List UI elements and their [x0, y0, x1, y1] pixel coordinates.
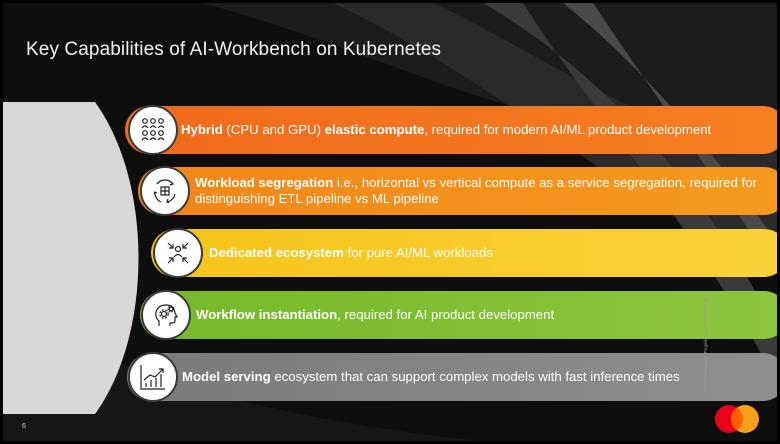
decorative-arc — [3, 102, 139, 414]
confidential-note: ©2021 Mastercard. Proprietary and Confid… — [703, 297, 708, 393]
capability-icon-circle — [153, 228, 203, 278]
capability-icon-circle — [141, 290, 191, 340]
segregation-cycle-icon — [153, 179, 176, 204]
growth-chart-icon — [140, 365, 165, 390]
capability-text: Model serving ecosystem that can support… — [182, 369, 680, 384]
slide: Key Capabilities of AI-Workbench on Kube… — [3, 3, 777, 441]
slide-title: Key Capabilities of AI-Workbench on Kube… — [26, 39, 442, 60]
capability-text: Hybrid (CPU and GPU) elastic compute, re… — [181, 122, 712, 137]
people-network-icon — [141, 118, 165, 141]
capability-bar-model-serving: Model serving ecosystem that can support… — [127, 353, 777, 401]
page-number: 6 — [22, 423, 26, 430]
capability-text: Dedicated ecosystem for pure AI/ML workl… — [209, 245, 493, 260]
head-gears-icon — [155, 304, 178, 326]
capability-text: Workflow instantiation, required for AI … — [196, 307, 555, 322]
mastercard-logo — [715, 405, 759, 433]
capability-icon-circle — [128, 105, 178, 155]
capability-icon-circle — [140, 166, 190, 216]
capability-icon-circle — [128, 352, 178, 402]
capability-bar-workflow-instantiation: Workflow instantiation, required for AI … — [140, 291, 777, 339]
capability-bar-dedicated-ecosystem: Dedicated ecosystem for pure AI/ML workl… — [151, 229, 777, 277]
focus-arrows-icon — [167, 242, 189, 264]
capability-text: Workload segregation i.e., horizontal vs… — [195, 175, 757, 206]
capability-bar-hybrid-compute: Hybrid (CPU and GPU) elastic compute, re… — [125, 106, 777, 154]
capability-bar-workload-segregation: Workload segregation i.e., horizontal vs… — [138, 167, 777, 215]
